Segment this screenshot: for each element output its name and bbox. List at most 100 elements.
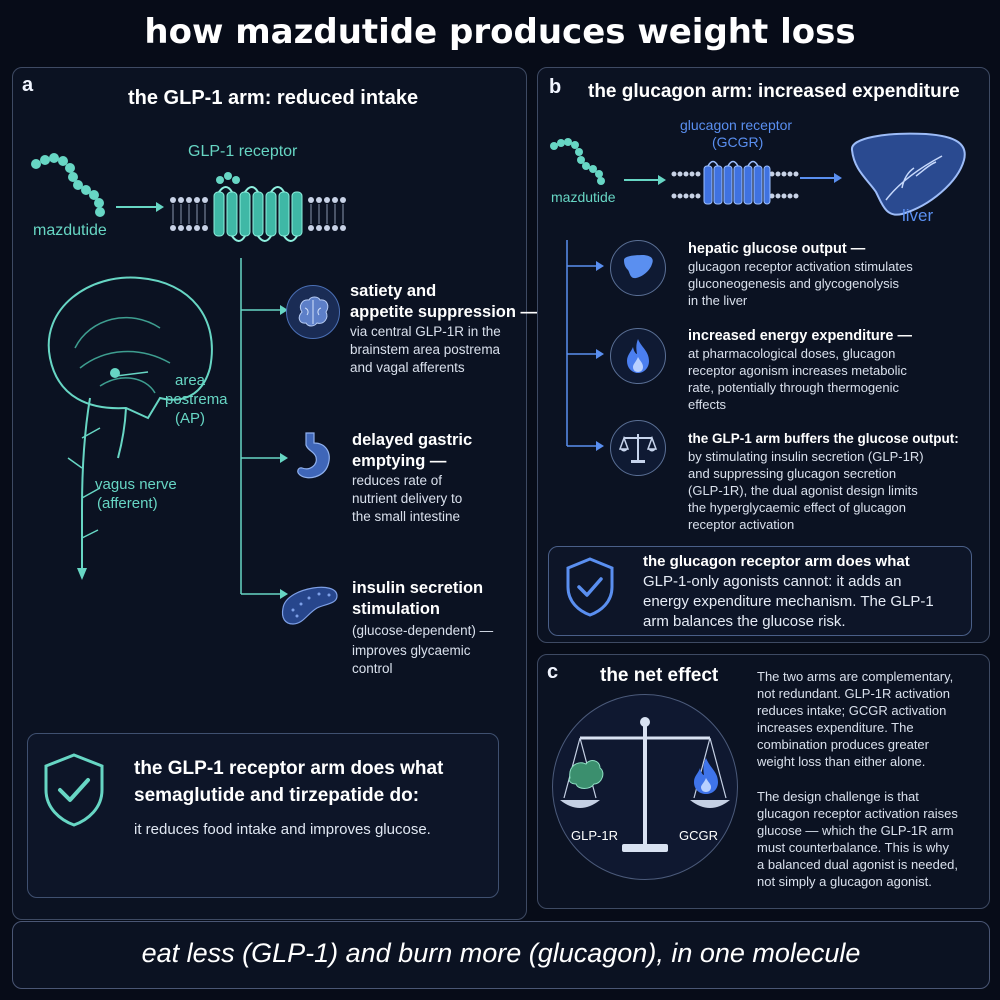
effect-satiety-body-2: brainstem area postrema [350,342,501,357]
vagus-label-line-1: vagus nerve [95,476,177,493]
para2-line-5: a balanced dual agonist is needed, [757,857,958,872]
effect-hepatic: hepatic glucose output — glucagon recept… [688,240,983,309]
arrow-molecule-to-receptor-b [624,175,666,185]
effect-buffer-body-5: receptor activation [688,517,795,532]
brain-icon [298,296,329,327]
flame-icon [627,339,649,373]
effect-insulin-body-2: improves glycaemic [352,643,471,658]
effect-insulin-head-2: stimulation [352,600,441,618]
callout-a-line-1: the GLP-1 receptor arm does what [134,758,444,779]
para1-line-2: not redundant. GLP-1R activation [757,686,950,701]
effects-connector-a [240,258,288,599]
shield-check-icon [566,557,614,617]
vagus-label-line-2: (afferent) [97,495,158,512]
ap-label-line-3: (AP) [175,410,205,427]
effect-energy-head: increased energy expenditure — [688,328,913,344]
panel-c-letter: c [547,661,559,683]
pancreas-icon-badge [279,578,341,628]
receptor-label-b-line-1: glucagon receptor [680,117,793,133]
effect-insulin-body-1: (glucose-dependent) — [352,623,494,638]
callout-a [27,733,499,898]
effect-gastric-body-2: nutrient delivery to [352,491,463,506]
effect-gastric-body-1: reduces rate of [352,473,443,488]
net-effect-para-1: The two arms are complementary, not redu… [757,668,982,770]
panel-a-title: the GLP-1 arm: reduced intake [128,87,419,109]
effect-hepatic-body-3: in the liver [688,293,748,308]
receptor-label-b-line-2: (GCGR) [712,134,764,150]
balance-scale-icon [560,717,730,852]
stomach-icon-badge [286,431,338,483]
stomach-icon [297,432,330,479]
effect-energy-body-3: rate, potentially through thermogenic [688,380,900,395]
footer-banner [12,921,990,989]
callout-b-line-3: energy expenditure mechanism. The GLP-1 [643,593,934,610]
effect-gastric-body-3: the small intestine [352,509,461,524]
flame-icon-badge [610,328,666,384]
effect-energy-body-2: receptor agonism increases metabolic [688,363,907,378]
brain-pathway-illustration [47,276,213,580]
callout-b-line-4: arm balances the glucose risk. [643,613,846,630]
footer-text: eat less (GLP-1) and burn more (glucagon… [141,938,861,968]
callout-b [548,546,972,636]
panel-b-letter: b [549,76,562,98]
callout-b-line-2: GLP-1-only agonists cannot: it adds an [643,573,902,590]
effect-energy: increased energy expenditure — at pharma… [688,327,983,413]
page-title: how mazdutide produces weight loss [144,12,856,52]
liver-icon [851,132,966,216]
arrow-molecule-to-receptor-a [116,202,164,212]
effect-insulin-body-3: control [352,661,393,676]
effect-gastric-head-1: delayed gastric [352,431,473,449]
callout-a-line-3: it reduces food intake and improves gluc… [134,821,431,838]
ap-label-line-2: postrema [165,391,228,408]
panel-a-letter: a [22,74,34,96]
effect-hepatic-body-2: gluconeogenesis and glycogenolysis [688,276,900,291]
arrow-receptor-to-liver [800,173,842,183]
liver-icon-badge [610,240,666,296]
callout-a-line-2: semaglutide and tirzepatide do: [134,785,420,806]
peptide-chain-icon [31,153,105,217]
effect-satiety-body-3: and vagal afferents [350,360,465,375]
effects-connector-b [566,240,604,451]
ap-label-line-1: area [175,372,206,389]
effect-gastric-head-2: emptying — [352,452,447,470]
effect-buffer-body-3: (GLP-1R), the dual agonist design limits [688,483,918,498]
pancreas-icon [281,586,338,625]
molecule-label-a: mazdutide [33,222,107,239]
seven-transmembrane-receptor-icon [170,172,346,242]
effect-buffer-head: the GLP-1 arm buffers the glucose output… [688,431,959,446]
para2-line-3: glucose — which the GLP-1R arm [757,823,954,838]
effect-hepatic-head: hepatic glucose output — [688,241,866,257]
effect-energy-body-4: effects [688,397,727,412]
liver-icon [624,255,653,279]
liver-label: liver [902,206,934,225]
panel-b-title: the glucagon arm: increased expenditure [588,81,960,102]
effect-satiety-head-2: appetite suppression — [350,303,538,321]
effect-buffer-body-1: by stimulating insulin secretion (GLP-1R… [688,449,924,464]
seven-transmembrane-receptor-icon [671,160,799,205]
para1-line-3: reduces intake; GCGR activation [757,703,947,718]
effect-insulin-head-1: insulin secretion [352,579,484,597]
para2-line-6: not simply a glucagon agonist. [757,874,932,889]
left-pan-label: GLP-1R [571,828,618,843]
receptor-label-a: GLP-1 receptor [188,143,298,160]
callout-b-line-1: the glucagon receptor arm does what [643,553,910,570]
effect-satiety: satiety and appetite suppression — via c… [350,281,538,377]
para1-line-5: combination produces greater [757,737,929,752]
para1-line-6: weight loss than either alone. [757,754,926,769]
balance-scale-icon-badge [610,420,666,476]
molecule-label-b: mazdutide [551,189,616,205]
effect-gastric: delayed gastric emptying — reduces rate … [352,430,517,526]
peptide-chain-icon [550,138,605,185]
effect-satiety-body-1: via central GLP-1R in the [350,324,501,339]
right-pan-label: GCGR [679,828,718,843]
para2-line-4: must counterbalance. This is why [757,840,949,855]
shield-check-icon [44,753,104,827]
panel-c-title: the net effect [600,665,719,686]
para1-line-4: increases expenditure. The [757,720,914,735]
balance-scale-icon [618,434,658,463]
effect-satiety-head-1: satiety and [350,282,437,300]
para2-line-1: The design challenge is that [757,789,919,804]
net-effect-para-2: The design challenge is that glucagon re… [757,788,982,890]
effect-hepatic-body-1: glucagon receptor activation stimulates [688,259,913,274]
effect-buffer: the GLP-1 arm buffers the glucose output… [688,430,986,533]
